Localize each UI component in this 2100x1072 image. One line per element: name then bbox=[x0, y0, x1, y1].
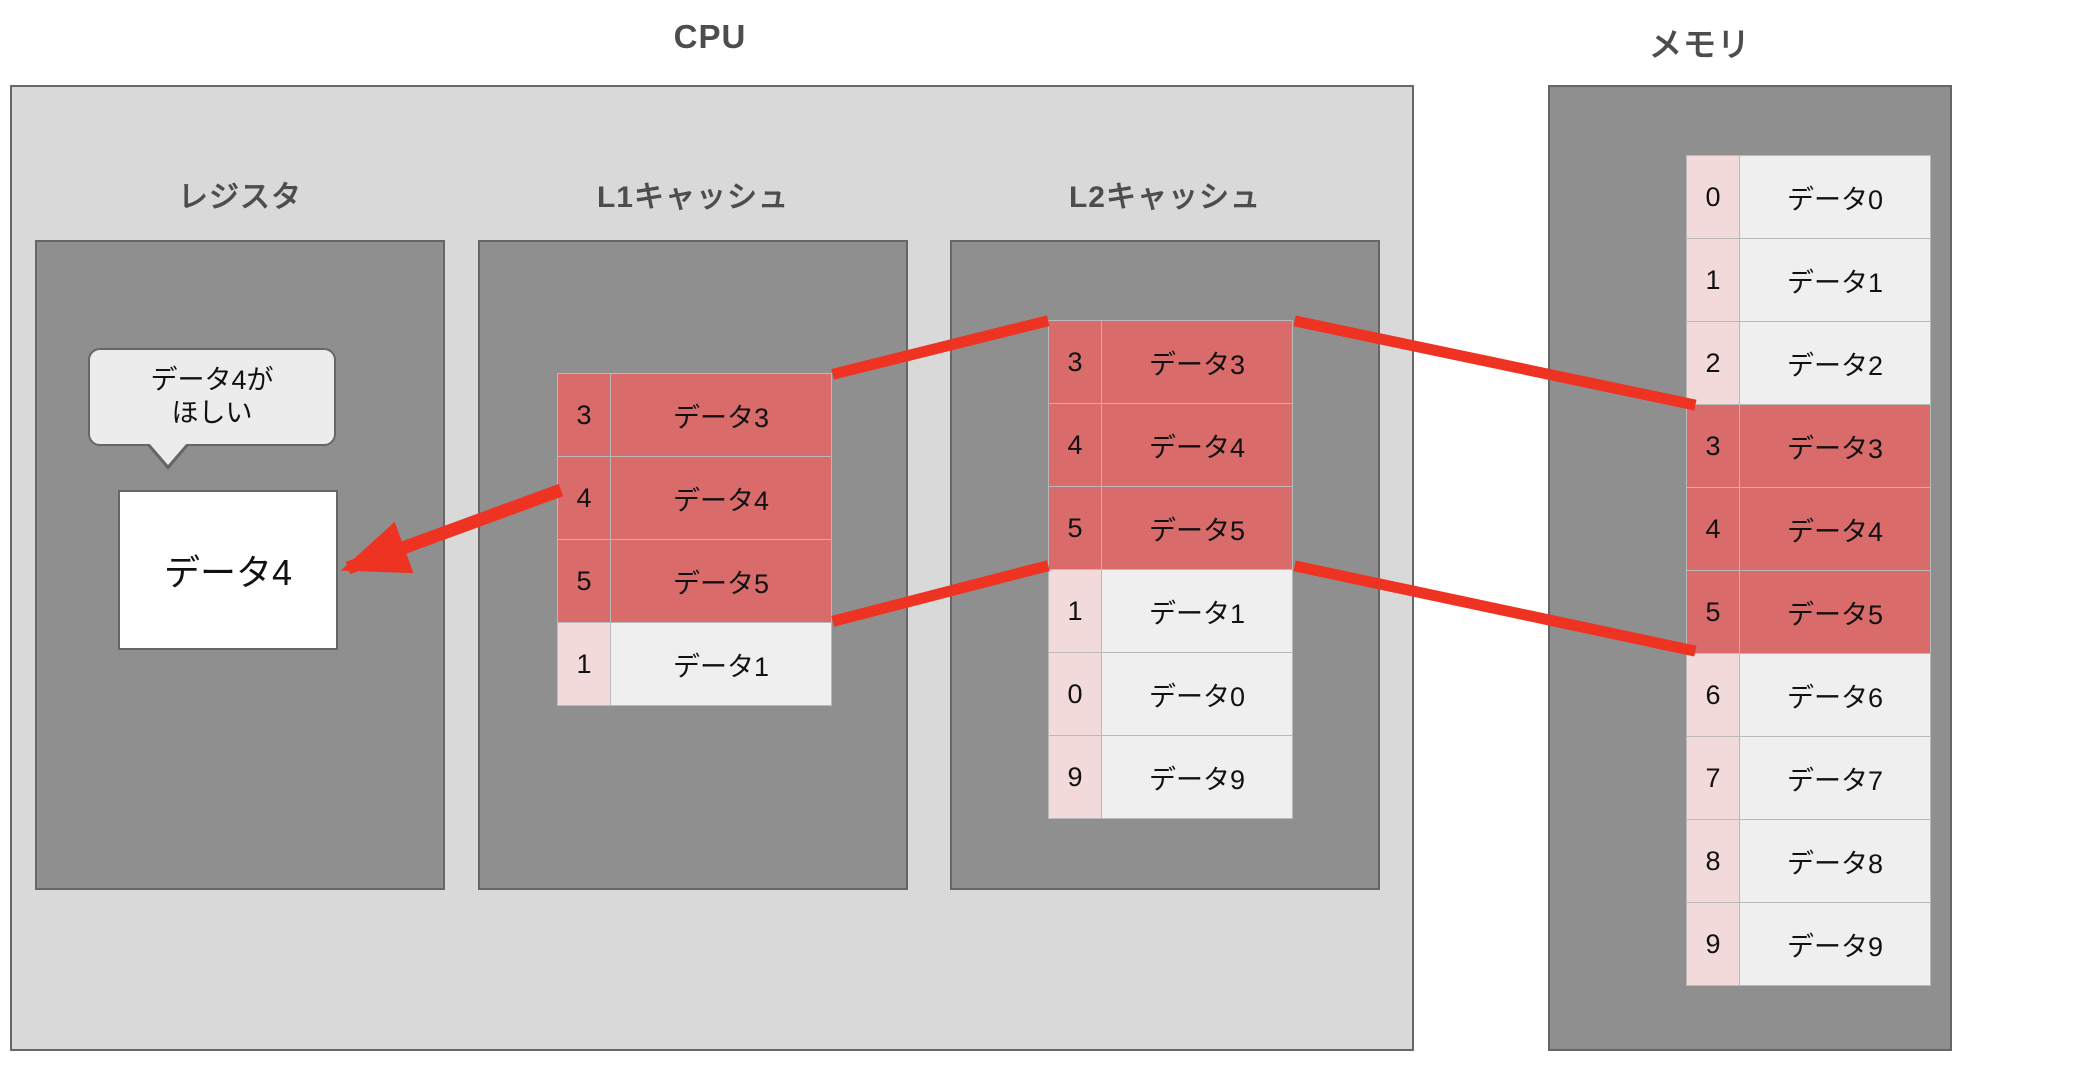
cell-value: データ4 bbox=[1739, 487, 1931, 571]
cell-index: 4 bbox=[557, 456, 611, 540]
cell-value: データ5 bbox=[1101, 486, 1293, 570]
cell-value: データ5 bbox=[1739, 570, 1931, 654]
cell-index: 7 bbox=[1686, 736, 1740, 820]
cell-index: 1 bbox=[1048, 569, 1102, 653]
cell-value: データ3 bbox=[1101, 320, 1293, 404]
speech-bubble-tail bbox=[149, 443, 187, 465]
bubble-line-1: データ4が bbox=[150, 365, 274, 396]
cell-value: データ3 bbox=[1739, 404, 1931, 488]
cell-index: 4 bbox=[1686, 487, 1740, 571]
cell-index: 5 bbox=[1686, 570, 1740, 654]
cell-value: データ7 bbox=[1739, 736, 1931, 820]
memory-title: メモリ bbox=[1649, 26, 1751, 63]
cell-index: 2 bbox=[1686, 321, 1740, 405]
cell-value: データ1 bbox=[610, 622, 832, 706]
cell-value: データ1 bbox=[1739, 238, 1931, 322]
cell-index: 6 bbox=[1686, 653, 1740, 737]
register-speech-bubble: データ4が ほしい bbox=[88, 348, 336, 446]
cell-index: 8 bbox=[1686, 819, 1740, 903]
cell-value: データ6 bbox=[1739, 653, 1931, 737]
cell-value: データ4 bbox=[1101, 403, 1293, 487]
cell-index: 3 bbox=[1048, 320, 1102, 404]
bubble-line-2: ほしい bbox=[171, 398, 253, 428]
cell-value: データ9 bbox=[1101, 735, 1293, 819]
cell-value: データ0 bbox=[1739, 155, 1931, 239]
cell-index: 3 bbox=[557, 373, 611, 457]
l1-cache-label: L1キャッシュ bbox=[596, 181, 789, 214]
cell-value: データ9 bbox=[1739, 902, 1931, 986]
cell-index: 5 bbox=[557, 539, 611, 623]
cell-index: 3 bbox=[1686, 404, 1740, 488]
cell-index: 4 bbox=[1048, 403, 1102, 487]
register-value-box: データ4 bbox=[118, 490, 338, 650]
cell-value: データ4 bbox=[610, 456, 832, 540]
cell-index: 9 bbox=[1048, 735, 1102, 819]
cell-value: データ2 bbox=[1739, 321, 1931, 405]
cell-value: データ1 bbox=[1101, 569, 1293, 653]
cell-index: 1 bbox=[1686, 238, 1740, 322]
register-label: レジスタ bbox=[178, 181, 302, 214]
cell-index: 9 bbox=[1686, 902, 1740, 986]
cell-index: 1 bbox=[557, 622, 611, 706]
cell-index: 5 bbox=[1048, 486, 1102, 570]
cell-value: データ3 bbox=[610, 373, 832, 457]
cell-index: 0 bbox=[1686, 155, 1740, 239]
l2-cache-label: L2キャッシュ bbox=[1068, 181, 1261, 214]
cell-value: データ0 bbox=[1101, 652, 1293, 736]
cell-value: データ8 bbox=[1739, 819, 1931, 903]
cell-index: 0 bbox=[1048, 652, 1102, 736]
cpu-title: CPU bbox=[673, 18, 747, 55]
cell-value: データ5 bbox=[610, 539, 832, 623]
